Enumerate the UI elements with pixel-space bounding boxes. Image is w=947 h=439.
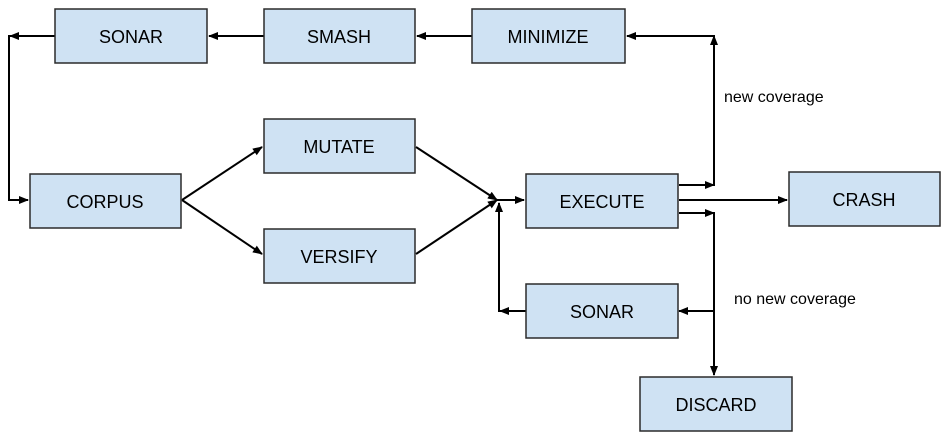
node-sonar-bottom-label: SONAR (570, 302, 634, 322)
node-corpus: CORPUS (29, 173, 182, 229)
edge-versify-to-execute (415, 199, 498, 255)
edge-mutate-to-execute (415, 146, 498, 201)
node-versify: VERSIFY (263, 228, 416, 284)
edge-labels: new coverage no new coverage (724, 89, 856, 308)
edge-sonar-bottom-to-execute (495, 202, 526, 312)
node-versify-label: VERSIFY (300, 247, 377, 267)
node-mutate: MUTATE (263, 118, 416, 174)
edges (8, 32, 788, 376)
edge-corpus-to-versify (181, 199, 263, 255)
node-sonar-top-label: SONAR (99, 27, 163, 47)
node-discard-label: DISCARD (675, 395, 756, 415)
edge-sonar-top-to-corpus (8, 35, 55, 204)
node-minimize: MINIMIZE (471, 8, 626, 64)
node-crash-label: CRASH (832, 190, 895, 210)
node-crash: CRASH (788, 171, 941, 227)
edge-corpus-to-mutate (181, 146, 263, 201)
node-sonar-top: SONAR (54, 8, 208, 64)
node-execute-label: EXECUTE (559, 192, 644, 212)
node-minimize-label: MINIMIZE (508, 27, 589, 47)
edge-label-new-coverage: new coverage (724, 89, 824, 106)
edge-label-no-new-coverage: no new coverage (734, 291, 856, 308)
node-smash: SMASH (263, 8, 416, 64)
edge-execute-to-minimize (626, 32, 715, 186)
edge-execute-to-discard (679, 212, 718, 376)
node-corpus-label: CORPUS (66, 192, 143, 212)
node-sonar-bottom: SONAR (525, 283, 679, 339)
node-smash-label: SMASH (307, 27, 371, 47)
node-discard: DISCARD (639, 376, 793, 432)
node-mutate-label: MUTATE (303, 137, 374, 157)
nodes: SONAR SMASH MINIMIZE CORPUS MUTATE VERSI… (29, 8, 941, 432)
node-execute: EXECUTE (525, 173, 679, 229)
